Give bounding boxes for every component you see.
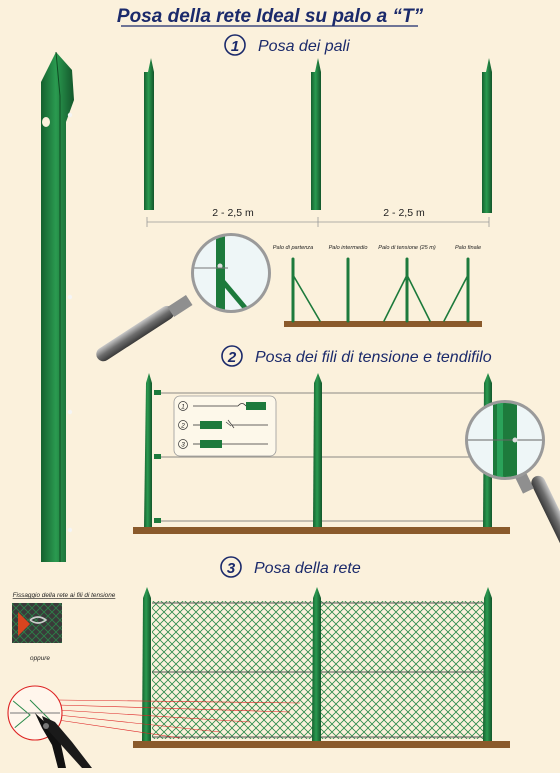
ground-strip <box>133 527 510 534</box>
fixing-caption: Fissaggio della rete ai fili di tensione <box>13 592 116 599</box>
pole-label: Palo finale <box>455 245 481 251</box>
step-title: Posa della rete <box>254 560 361 577</box>
step-number: 2 <box>227 349 237 366</box>
post <box>482 58 492 213</box>
magnifier-icon <box>96 233 271 362</box>
step-number-circle <box>220 556 242 578</box>
spacing-label: 2 - 2,5 m <box>383 207 425 219</box>
ground-strip <box>284 321 482 327</box>
ground-strip <box>133 741 510 748</box>
pole-label: Palo intermedio <box>329 245 368 251</box>
spacing-dimension: 2 - 2,5 m 2 - 2,5 m <box>146 207 490 227</box>
step-number: 1 <box>231 38 239 55</box>
post <box>311 58 321 210</box>
pole-types-scheme: Palo di partenza Palo intermedio Palo di… <box>273 245 482 327</box>
step1-posts <box>144 58 492 213</box>
fixing-detail: Fissaggio della rete ai fili di tensione… <box>7 592 301 768</box>
post <box>144 58 154 210</box>
tensioner-detail-box: 1 2 3 <box>173 395 277 457</box>
tensioner-step: 2 <box>178 419 268 430</box>
pliers-icon <box>35 713 92 768</box>
step3-fence <box>133 587 510 748</box>
step-number-circle <box>224 34 246 56</box>
step-1: 1 Posa dei pali <box>224 34 350 56</box>
page-title: Posa della rete Ideal su palo a “T” <box>117 6 424 27</box>
svg-text:3: 3 <box>181 442 185 449</box>
magnifier-icon <box>465 400 560 559</box>
pole-label: Palo di partenza <box>273 245 313 251</box>
svg-text:2: 2 <box>180 423 185 430</box>
tensioner-step: 3 <box>178 439 268 449</box>
step-3: 3 Posa della rete <box>220 556 361 578</box>
step-title: Posa dei fili di tensione e tendifilo <box>255 349 492 366</box>
step-number: 3 <box>227 560 236 577</box>
pole-label: Palo di tensione (25 m) <box>378 245 436 251</box>
spacing-label: 2 - 2,5 m <box>212 207 254 219</box>
large-t-post <box>41 51 74 562</box>
step-2: 2 Posa dei fili di tensione e tendifilo <box>221 345 492 367</box>
pointer-lines <box>57 699 301 739</box>
clip-detail-image <box>12 603 62 643</box>
step-number-circle <box>221 345 243 367</box>
tensioner-step: 1 <box>178 401 266 411</box>
step-title: Posa dei pali <box>258 38 350 55</box>
or-label: oppure <box>30 655 50 662</box>
svg-text:1: 1 <box>181 404 185 411</box>
